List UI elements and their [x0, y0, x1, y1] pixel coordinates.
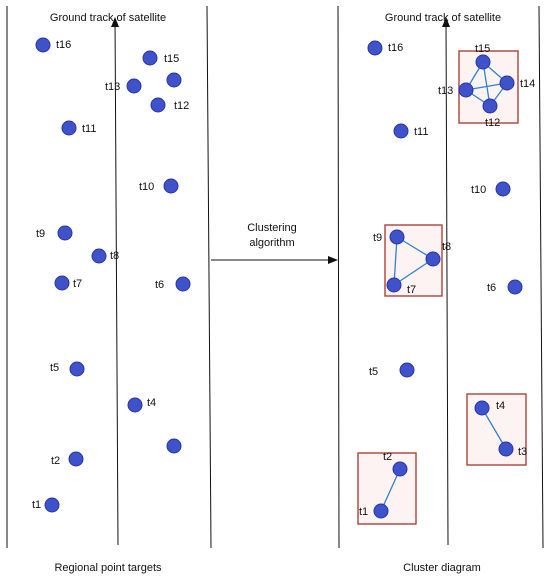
target-label-t10: t10	[471, 184, 486, 196]
target-node-t2	[392, 461, 408, 477]
target-node-t14	[499, 75, 515, 91]
target-label-t7: t7	[407, 284, 416, 296]
right-far-boundary-line	[538, 5, 544, 549]
target-label-t8: t8	[110, 250, 119, 262]
target-label-t12: t12	[174, 100, 189, 112]
left-panel-header: Ground track of satellite	[49, 12, 167, 24]
target-node-t5	[69, 361, 85, 377]
target-node-t6	[175, 276, 191, 292]
target-node-t10	[163, 178, 179, 194]
target-label-t11: t11	[414, 126, 428, 138]
target-node-t16	[35, 37, 51, 53]
target-node-t7	[54, 275, 70, 291]
cluster-box-t3-t4	[466, 393, 527, 466]
target-label-t2: t2	[51, 455, 60, 467]
target-label-t16: t16	[56, 39, 71, 51]
target-node-t4	[474, 400, 490, 416]
right-ground-track-arrow	[442, 17, 451, 546]
target-node-t15	[142, 50, 158, 66]
target-label-t13: t13	[105, 81, 120, 93]
target-label-t1: t1	[32, 499, 41, 511]
target-node-t8	[425, 251, 441, 267]
target-label-t11: t11	[82, 123, 96, 135]
right-panel-caption: Cluster diagram	[403, 562, 481, 574]
target-label-t8: t8	[442, 241, 451, 253]
target-node-t13	[126, 78, 142, 94]
left-ground-track-arrow	[111, 17, 120, 546]
target-node-t5	[399, 362, 415, 378]
target-label-t16: t16	[388, 42, 403, 54]
target-node-t2	[68, 451, 84, 467]
target-label-t6: t6	[487, 282, 496, 294]
target-node-t9	[57, 225, 73, 241]
target-node-t7	[386, 277, 402, 293]
target-label-t15: t15	[475, 43, 490, 55]
target-label-t4: t4	[147, 397, 156, 409]
target-label-t10: t10	[139, 181, 154, 193]
target-label-t13: t13	[438, 85, 453, 97]
target-node-unlabeled-b	[166, 438, 182, 454]
target-node-t11	[61, 120, 77, 136]
left-right-boundary-line	[206, 5, 212, 549]
target-label-t4: t4	[496, 400, 505, 412]
target-label-t9: t9	[36, 228, 45, 240]
target-node-t15	[475, 54, 491, 70]
target-node-t16	[367, 40, 383, 56]
right-boundary-line	[337, 5, 340, 549]
target-label-t3: t3	[518, 446, 527, 458]
target-label-t1: t1	[359, 506, 368, 518]
target-label-t9: t9	[373, 232, 382, 244]
left-panel-caption: Regional point targets	[54, 562, 162, 574]
target-node-t9	[389, 229, 405, 245]
target-label-t14: t14	[520, 78, 535, 90]
target-node-t1	[44, 497, 60, 513]
target-node-t11	[393, 123, 409, 139]
right-panel-header: Ground track of satellite	[384, 12, 502, 24]
target-node-t12	[150, 97, 166, 113]
target-label-t2: t2	[383, 451, 392, 463]
edge-t9-t7	[393, 236, 398, 286]
target-label-t15: t15	[164, 53, 179, 65]
target-node-unlabeled-a	[166, 72, 182, 88]
clustering-algorithm-label: Clustering algorithm	[247, 222, 297, 249]
target-node-t6	[507, 279, 523, 295]
target-node-t1	[373, 503, 389, 519]
target-label-t6: t6	[155, 279, 164, 291]
right-targets: t16 t15 t14 t13 t12 t11 t10 t9 t8 t7 t6 …	[359, 40, 535, 519]
edge-t8-t7	[393, 258, 434, 286]
target-label-t7: t7	[73, 278, 82, 290]
target-node-t10	[495, 181, 511, 197]
target-node-t13	[458, 82, 474, 98]
target-label-t5: t5	[50, 362, 59, 374]
target-label-t12: t12	[485, 117, 500, 129]
edge-t4-t3	[481, 407, 507, 450]
left-targets: t16 t15 t13 t12 t11 t10 t9 t8 t7 t6 t5 t…	[32, 37, 191, 513]
edge-t2-t1	[380, 468, 401, 512]
target-node-t3	[498, 441, 514, 457]
target-label-t5: t5	[369, 366, 378, 378]
target-node-t12	[482, 98, 498, 114]
target-node-t4	[127, 397, 143, 413]
target-node-t8	[91, 248, 107, 264]
